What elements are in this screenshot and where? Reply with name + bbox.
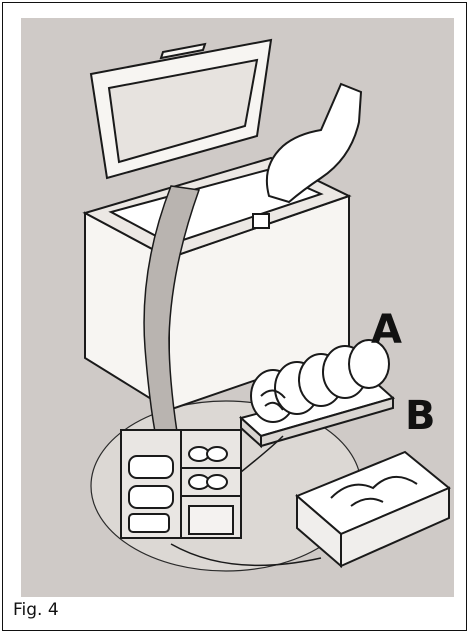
label-a: A (371, 310, 402, 350)
figure-caption: Fig. 4 (13, 599, 59, 621)
label-b: B (405, 396, 436, 436)
figure-frame: A B Fig. 4 (2, 2, 467, 631)
freezer-interior-zoom (121, 430, 241, 538)
freezer-lid (91, 40, 271, 178)
figure-illustration: A B (21, 18, 454, 597)
